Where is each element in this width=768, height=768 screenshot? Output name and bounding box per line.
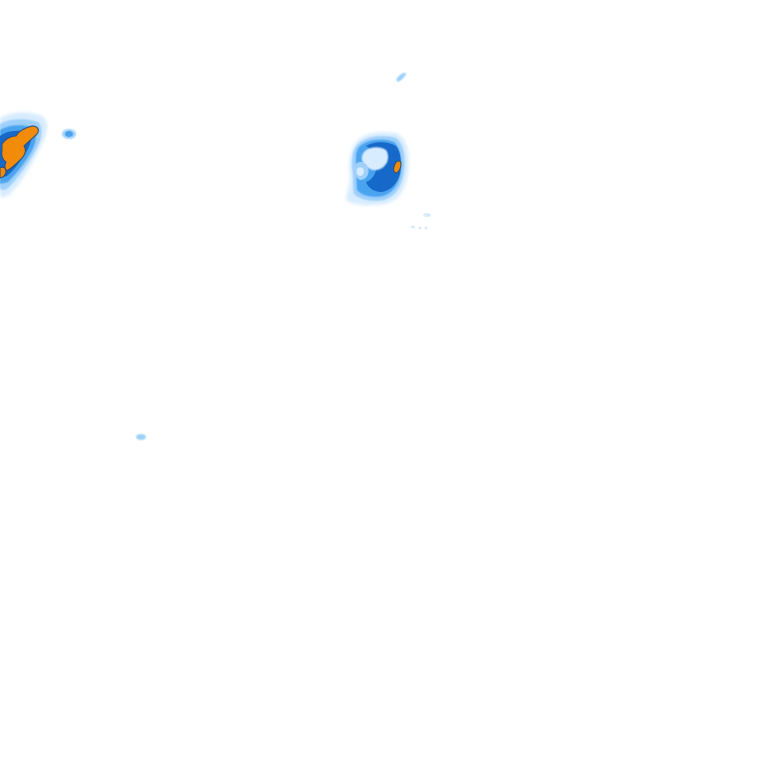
west-storm-cell[interactable]: [0, 112, 48, 198]
small-echo-west[interactable]: [62, 129, 76, 139]
central-cell-core: [393, 160, 402, 174]
west-cell-core: [1, 125, 39, 171]
scattered-echoes-central[interactable]: [411, 213, 431, 230]
small-echo-southwest[interactable]: [136, 434, 146, 440]
small-echo-north[interactable]: [396, 72, 406, 82]
central-storm-cell[interactable]: [346, 132, 409, 206]
